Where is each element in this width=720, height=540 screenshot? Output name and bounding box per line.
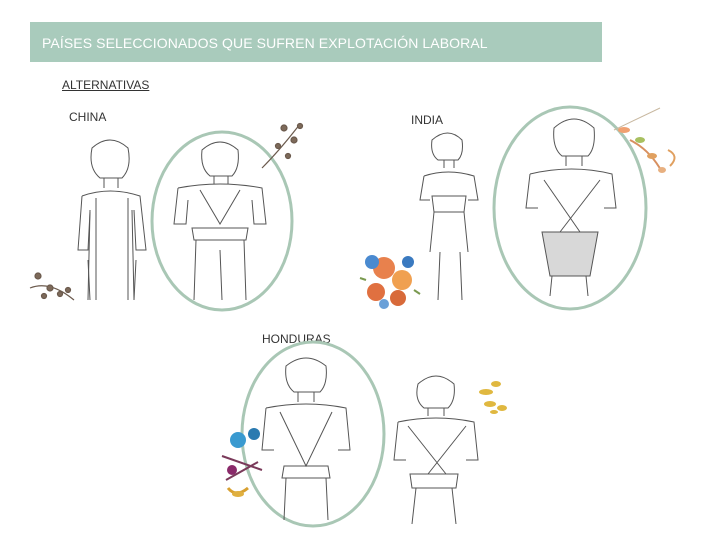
china-highlight-ellipse: [150, 130, 294, 312]
page-title: PAÍSES SELECCIONADOS QUE SUFREN EXPLOTAC…: [42, 35, 488, 51]
china-sketch-front: [77, 139, 147, 301]
flower-sprig-icon: [261, 122, 304, 169]
honduras-sketch-back: [261, 357, 351, 521]
leaf-branch-icon: [479, 381, 507, 414]
india-sketch-back: [525, 118, 617, 297]
flower-sprig-icon: [29, 272, 75, 301]
flower-bouquet-icon: [221, 428, 263, 497]
label-india: INDIA: [411, 113, 444, 127]
china-sketch-back: [173, 141, 267, 301]
honduras-sketch-front: [393, 375, 479, 525]
leaf-branch-icon: [613, 107, 676, 173]
label-china: CHINA: [69, 110, 107, 124]
title-bar: PAÍSES SELECCIONADOS QUE SUFREN EXPLOTAC…: [30, 22, 602, 62]
flower-bouquet-icon: [359, 255, 421, 309]
india-sketch-front: [419, 132, 479, 301]
india-highlight-ellipse: [492, 105, 648, 311]
alternatives-heading: ALTERNATIVAS: [62, 78, 150, 92]
